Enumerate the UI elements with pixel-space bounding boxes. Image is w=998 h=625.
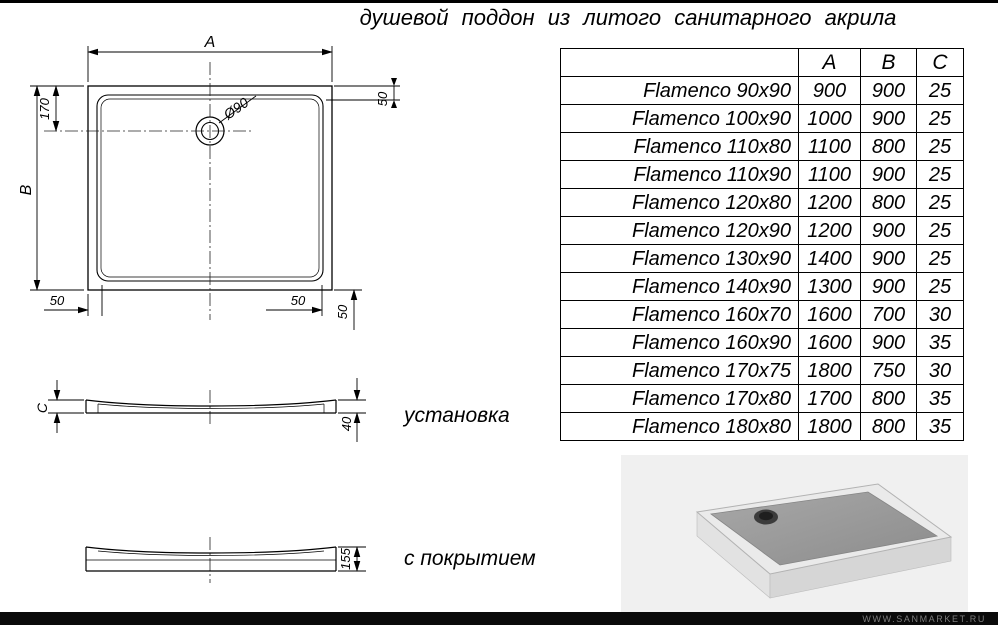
model-cell: Flamenco 110x90 [560,160,799,189]
c-cell: 35 [916,412,964,441]
covered-view-label: с покрытием [404,547,536,570]
dimension-lines [30,46,400,330]
model-cell: Flamenco 90x90 [560,76,799,105]
c-header-cell: C [916,48,964,77]
model-cell: Flamenco 140x90 [560,272,799,301]
model-cell: Flamenco 130x90 [560,244,799,273]
table-header-row: A B C [560,48,964,77]
a-cell: 1200 [798,216,861,245]
table-row: Flamenco 100x90 1000 900 25 [560,104,964,133]
model-header-cell [560,48,799,77]
dim-label-c: C [34,402,50,413]
c-cell: 30 [916,300,964,329]
b-cell: 900 [860,272,917,301]
table-row: Flamenco 120x90 1200 900 25 [560,216,964,245]
model-cell: Flamenco 120x90 [560,216,799,245]
a-cell: 1200 [798,188,861,217]
c-cell: 30 [916,356,964,385]
table-row: Flamenco 160x70 1600 700 30 [560,300,964,329]
table-row: Flamenco 180x80 1800 800 35 [560,412,964,441]
dim-label-170: 170 [37,97,52,119]
table-row: Flamenco 110x90 1100 900 25 [560,160,964,189]
b-cell: 900 [860,160,917,189]
b-cell: 900 [860,104,917,133]
centerlines [44,62,254,583]
model-cell: Flamenco 180x80 [560,412,799,441]
spec-table: A B C Flamenco 90x90 900 900 25 Flamenco… [560,48,964,441]
b-cell: 900 [860,76,917,105]
side-view-covered [85,546,366,572]
table-row: Flamenco 110x80 1100 800 25 [560,132,964,161]
b-cell: 800 [860,132,917,161]
c-cell: 25 [916,216,964,245]
dim-label-50-bottom-right: 50 [291,293,306,308]
c-cell: 25 [916,244,964,273]
dim-label-a: A [204,34,216,51]
model-cell: Flamenco 160x90 [560,328,799,357]
a-header-cell: A [798,48,861,77]
a-cell: 1100 [798,132,861,161]
table-row: Flamenco 120x80 1200 800 25 [560,188,964,217]
a-cell: 1300 [798,272,861,301]
dim-label-b: B [18,184,35,195]
b-cell: 800 [860,384,917,413]
model-cell: Flamenco 110x80 [560,132,799,161]
install-view-label: установка [402,404,510,427]
model-cell: Flamenco 170x75 [560,356,799,385]
c-cell: 25 [916,160,964,189]
product-3d-render [621,455,968,612]
c-cell: 25 [916,188,964,217]
c-cell: 25 [916,272,964,301]
b-header-cell: B [860,48,917,77]
dim-label-40: 40 [339,416,354,431]
dim-label-50-top-right: 50 [375,91,390,106]
b-cell: 700 [860,300,917,329]
a-cell: 1400 [798,244,861,273]
c-cell: 25 [916,76,964,105]
b-cell: 900 [860,328,917,357]
b-cell: 800 [860,188,917,217]
table-row: Flamenco 140x90 1300 900 25 [560,272,964,301]
model-cell: Flamenco 120x80 [560,188,799,217]
b-cell: 800 [860,412,917,441]
table-row: Flamenco 90x90 900 900 25 [560,76,964,105]
dim-label-50-bottom-left: 50 [50,293,65,308]
model-cell: Flamenco 160x70 [560,300,799,329]
table-row: Flamenco 170x80 1700 800 35 [560,384,964,413]
model-cell: Flamenco 170x80 [560,384,799,413]
b-cell: 900 [860,244,917,273]
c-cell: 25 [916,132,964,161]
dim-label-155: 155 [338,547,353,569]
page-title: душевой поддон из литого санитарного акр… [359,5,897,30]
a-cell: 1800 [798,412,861,441]
table-row: Flamenco 130x90 1400 900 25 [560,244,964,273]
c-cell: 25 [916,104,964,133]
a-cell: 1100 [798,160,861,189]
a-cell: 900 [798,76,861,105]
b-cell: 900 [860,216,917,245]
bottom-bar: WWW.SANMARKET.RU [0,612,998,625]
a-cell: 1600 [798,328,861,357]
model-cell: Flamenco 100x90 [560,104,799,133]
dim-label-50-right: 50 [335,304,350,319]
a-cell: 1600 [798,300,861,329]
dimension-labels: A B 170 Ø90 50 50 50 50 C 40 155 установ… [18,34,536,570]
side-view-install [48,378,366,442]
top-border-line [0,0,998,3]
table-row: Flamenco 160x90 1600 900 35 [560,328,964,357]
table-row: Flamenco 170x75 1800 750 30 [560,356,964,385]
b-cell: 750 [860,356,917,385]
c-cell: 35 [916,328,964,357]
a-cell: 1700 [798,384,861,413]
watermark: WWW.SANMARKET.RU [862,613,986,624]
a-cell: 1800 [798,356,861,385]
a-cell: 1000 [798,104,861,133]
c-cell: 35 [916,384,964,413]
